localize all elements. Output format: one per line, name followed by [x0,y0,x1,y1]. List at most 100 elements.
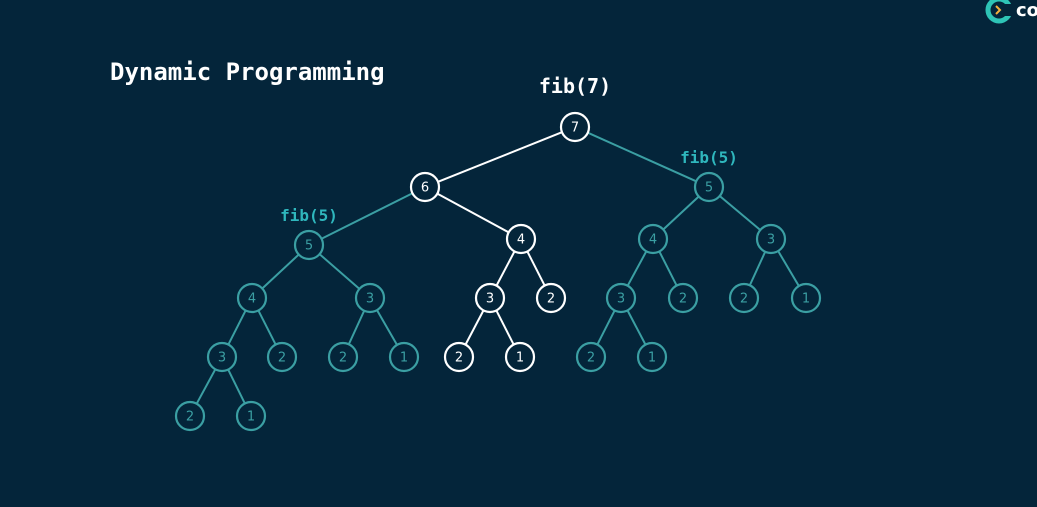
tree-node: 5 [693,171,725,203]
tree-node-circle [174,400,206,432]
memo-callout-right: fib(5) [680,148,738,167]
tree-edge [495,310,515,345]
tree-node-circle [605,282,637,314]
tree-node-circle [504,341,536,373]
tree-node: 2 [174,400,206,432]
tree-node-label: 1 [516,351,524,366]
tree-node: 2 [443,341,475,373]
tree-node-circle [266,341,298,373]
tree-node: 5 [293,229,325,261]
slide-title: Dynamic Programming [110,58,385,86]
tree-node-label: 3 [486,292,494,307]
tree-node-circle [327,341,359,373]
tree-node-circle [206,341,238,373]
tree-node-circle [236,282,268,314]
tree-edge [464,309,485,346]
tree-node-label: 2 [679,292,687,307]
tree-edge [495,250,516,287]
tree-node-circle [755,223,787,255]
tree-node-label: 3 [617,292,625,307]
tree-node: 1 [636,341,668,373]
tree-node: 6 [409,171,441,203]
tree-node-circle [535,282,567,314]
tree-node-circle [474,282,506,314]
tree-node: 4 [637,223,669,255]
tree-nodes: 2 1 3 2 4 2 1 3 5 2 1 3 2 4 6 2 1 3 2 4 2 1 3 5 7 [174,111,822,432]
tree-node-label: 1 [247,410,255,425]
tree-node: 2 [266,341,298,373]
tree-node-label: 4 [517,233,525,248]
tree-node: 2 [667,282,699,314]
tree-node: 1 [504,341,536,373]
tree-node: 3 [605,282,637,314]
tree-node: 7 [559,111,591,143]
tree-edge [587,131,697,183]
tree-node: 1 [790,282,822,314]
tree-node-circle [443,341,475,373]
tree-node: 4 [505,223,537,255]
tree-node-circle [235,400,267,432]
memo-callout-left: fib(5) [280,206,338,225]
tree-node-label: 5 [305,239,313,254]
tree-edge [318,253,361,290]
brand-logo-text: co [1016,0,1037,21]
tree-node-label: 7 [571,121,579,136]
tree-node-label: 2 [740,292,748,307]
tree-node: 1 [235,400,267,432]
tree-node-circle [559,111,591,143]
tree-edge [626,250,648,287]
tree-node-label: 1 [400,351,408,366]
tree-edge [777,250,800,287]
tree-node-circle [505,223,537,255]
tree-node-label: 6 [421,181,429,196]
tree-edge [347,310,366,345]
tree-edges [195,131,800,405]
tree-edge [261,253,300,290]
tree-node-circle [636,341,668,373]
tree-edge [437,131,563,183]
tree-node-circle [354,282,386,314]
tree-node: 1 [388,341,420,373]
brand-logo-icon [985,0,1013,24]
tree-node-circle [388,341,420,373]
tree-node-label: 1 [648,351,656,366]
tree-edge [719,195,761,231]
tree-node: 3 [474,282,506,314]
tree-edge [436,192,510,234]
tree-node-circle [728,282,760,314]
root-call-label: fib(7) [539,74,611,98]
tree-node-label: 2 [186,410,194,425]
tree-node-label: 2 [278,351,286,366]
tree-node: 2 [327,341,359,373]
tree-node: 3 [755,223,787,255]
tree-node: 3 [354,282,386,314]
tree-node-label: 1 [802,292,810,307]
tree-edge [227,310,247,345]
tree-node-circle [790,282,822,314]
tree-edge [376,309,398,346]
tree-node-label: 5 [705,181,713,196]
tree-node-label: 2 [547,292,555,307]
tree-node-label: 4 [248,292,256,307]
tree-node-label: 2 [587,351,595,366]
tree-node-label: 2 [455,351,463,366]
tree-edge [321,192,413,240]
tree-node-circle [293,229,325,261]
tree-edge [626,309,647,346]
tree-edge [257,310,277,345]
tree-node-label: 3 [366,292,374,307]
tree-edge [748,251,767,286]
tree-edge [662,195,700,231]
tree-node-label: 2 [339,351,347,366]
tree-node-circle [693,171,725,203]
tree-node-circle [667,282,699,314]
tree-node: 3 [206,341,238,373]
tree-node-circle [409,171,441,203]
tree-node: 2 [575,341,607,373]
tree-node-label: 3 [218,351,226,366]
tree-edge [526,251,546,286]
tree-node-label: 3 [767,233,775,248]
tree-node-circle [575,341,607,373]
